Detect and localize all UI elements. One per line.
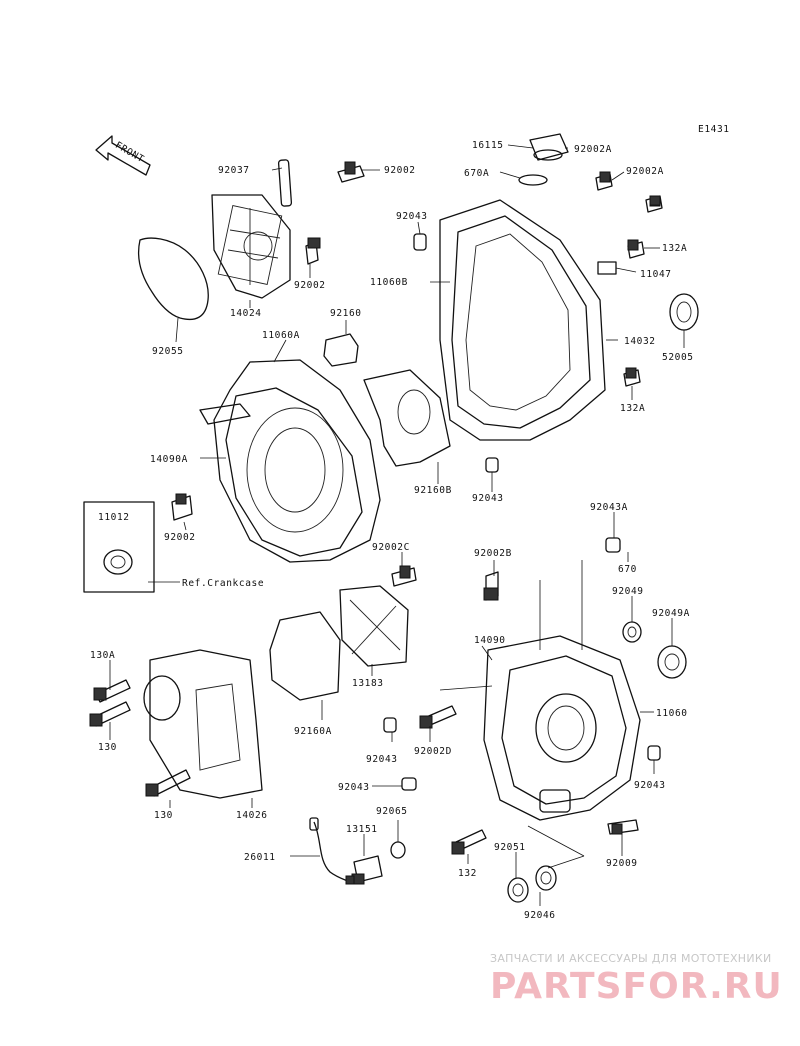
plate-92037-icon — [277, 159, 293, 207]
part-label: 92160A — [294, 726, 332, 737]
o-ring-670a-icon — [518, 174, 548, 186]
part-label: 92002 — [164, 532, 196, 543]
seal-92049-icon — [622, 621, 642, 643]
part-label: 92046 — [524, 910, 556, 921]
oil-seal-52005-icon — [669, 293, 699, 331]
oil-seal-inner-icon — [110, 555, 126, 569]
sprocket-cover-14026-icon — [143, 649, 263, 799]
part-label: 92002 — [294, 280, 326, 291]
cover-14024-icon — [211, 194, 291, 299]
part-label: 92160 — [330, 308, 362, 319]
clutch-cover-14090-icon — [483, 635, 641, 821]
part-label: 92065 — [376, 806, 408, 817]
part-label: 92043 — [472, 493, 504, 504]
ref-note: Ref.Crankcase — [182, 578, 264, 589]
part-label: 14024 — [230, 308, 262, 319]
part-label: 92043 — [366, 754, 398, 765]
bracket-hole-icon — [397, 389, 431, 435]
part-label: 14090A — [150, 454, 188, 465]
part-label: 14032 — [624, 336, 656, 347]
switch-13151-icon — [351, 855, 383, 885]
part-label: 92043A — [590, 502, 628, 513]
part-label: 92002A — [626, 166, 664, 177]
part-label: 11060A — [262, 330, 300, 341]
part-label: 92043 — [634, 780, 666, 791]
part-label: 14026 — [236, 810, 268, 821]
ref-box — [83, 501, 155, 593]
part-label: 92043 — [396, 211, 428, 222]
part-label: 92051 — [494, 842, 526, 853]
filler-cap-16115-icon — [529, 133, 569, 161]
watermark-tagline: ЗАПЧАСТИ И АКСЕССУАРЫ ДЛЯ МОТОТЕХНИКИ — [490, 952, 772, 965]
part-label: 92002A — [574, 144, 612, 155]
part-label: 130 — [98, 742, 117, 753]
seal-92051-icon — [507, 877, 529, 903]
watermark: ЗАПЧАСТИ И АКСЕССУАРЫ ДЛЯ МОТОТЕХНИКИ PA… — [490, 952, 783, 1007]
part-label: 92160B — [414, 485, 452, 496]
bracket-92160b-icon — [363, 369, 451, 467]
part-label: 92043 — [338, 782, 370, 793]
part-label: 11047 — [640, 269, 672, 280]
part-label: 11060 — [656, 708, 688, 719]
bolt-icon — [89, 161, 663, 855]
part-label: 92002B — [474, 548, 512, 559]
part-label: 11060B — [370, 277, 408, 288]
diagram-code: E1431 — [698, 124, 730, 135]
bushing-92046-icon — [535, 865, 557, 891]
part-label: 132A — [620, 403, 645, 414]
front-label: FRONT — [113, 140, 146, 165]
part-label: 14090 — [474, 635, 506, 646]
plate-11047-icon — [597, 261, 617, 275]
part-label: 13183 — [352, 678, 384, 689]
damper-92160a-icon — [269, 611, 341, 701]
part-label: 92002C — [372, 542, 410, 553]
oil-seal-11012-icon — [103, 549, 133, 575]
part-label: 26011 — [244, 852, 276, 863]
generator-cover-14090a-icon — [199, 359, 381, 563]
part-label: 92002D — [414, 746, 452, 757]
seal-92049a-icon — [657, 645, 687, 679]
part-label: 130A — [90, 650, 115, 661]
leader-lines — [109, 144, 685, 906]
part-labels: E1431 16115 92002A 670A 92037 92002 9204… — [90, 124, 730, 921]
gasket-92055-icon — [137, 237, 209, 321]
part-label: 16115 — [472, 140, 504, 151]
front-arrow-icon: FRONT — [95, 135, 151, 176]
clutch-cover-14032-icon — [439, 199, 617, 441]
part-label: 130 — [154, 810, 173, 821]
part-label: 132 — [458, 868, 477, 879]
part-label: 670A — [464, 168, 489, 179]
part-label: 92037 — [218, 165, 250, 176]
part-label: 92009 — [606, 858, 638, 869]
part-label: 13151 — [346, 824, 378, 835]
part-label: 92002 — [384, 165, 416, 176]
part-label: 92049 — [612, 586, 644, 597]
watermark-brand: PARTSFOR.RU — [490, 966, 783, 1007]
guide-13183-icon — [339, 585, 409, 667]
part-label: 92049A — [652, 608, 690, 619]
part-label: 670 — [618, 564, 637, 575]
part-label: 52005 — [662, 352, 694, 363]
part-label: 92055 — [152, 346, 184, 357]
washer-92065-icon — [390, 841, 406, 859]
part-label: 132A — [662, 243, 687, 254]
lead-wire-26011-icon — [309, 817, 355, 885]
part-label: 11012 — [98, 512, 130, 523]
damper-92160-icon — [323, 333, 359, 367]
